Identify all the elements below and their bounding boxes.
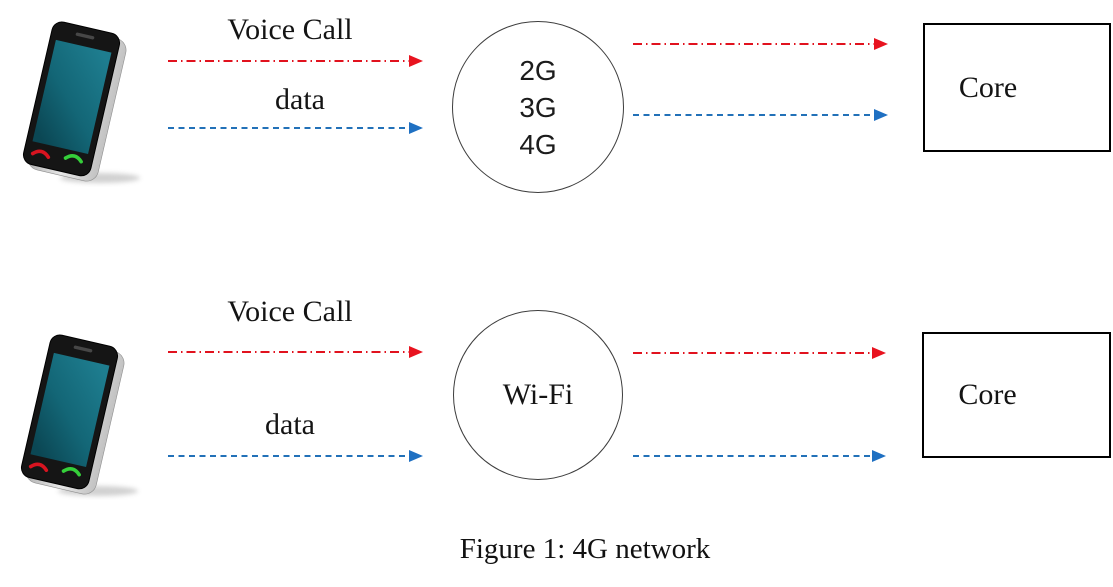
network-node-wifi: Wi-Fi	[453, 310, 623, 480]
data-label: data	[265, 408, 315, 441]
core-box: Core	[922, 332, 1111, 458]
voice-call-label: Voice Call	[227, 295, 353, 328]
core-box: Core	[923, 23, 1111, 152]
core-label: Core	[958, 70, 1018, 104]
network-node-cellular: 2G 3G 4G	[452, 21, 624, 193]
node-line-wifi: Wi-Fi	[502, 378, 574, 411]
voice-call-label: Voice Call	[227, 13, 353, 46]
smartphone-icon	[22, 12, 162, 187]
core-label: Core	[958, 378, 1017, 411]
figure-caption: Figure 1: 4G network	[459, 533, 711, 565]
node-line-4g: 4G	[519, 128, 557, 160]
node-line-2g: 2G	[519, 54, 557, 86]
node-line-3g: 3G	[519, 91, 557, 123]
data-label: data	[275, 83, 325, 116]
smartphone-icon	[20, 325, 160, 500]
